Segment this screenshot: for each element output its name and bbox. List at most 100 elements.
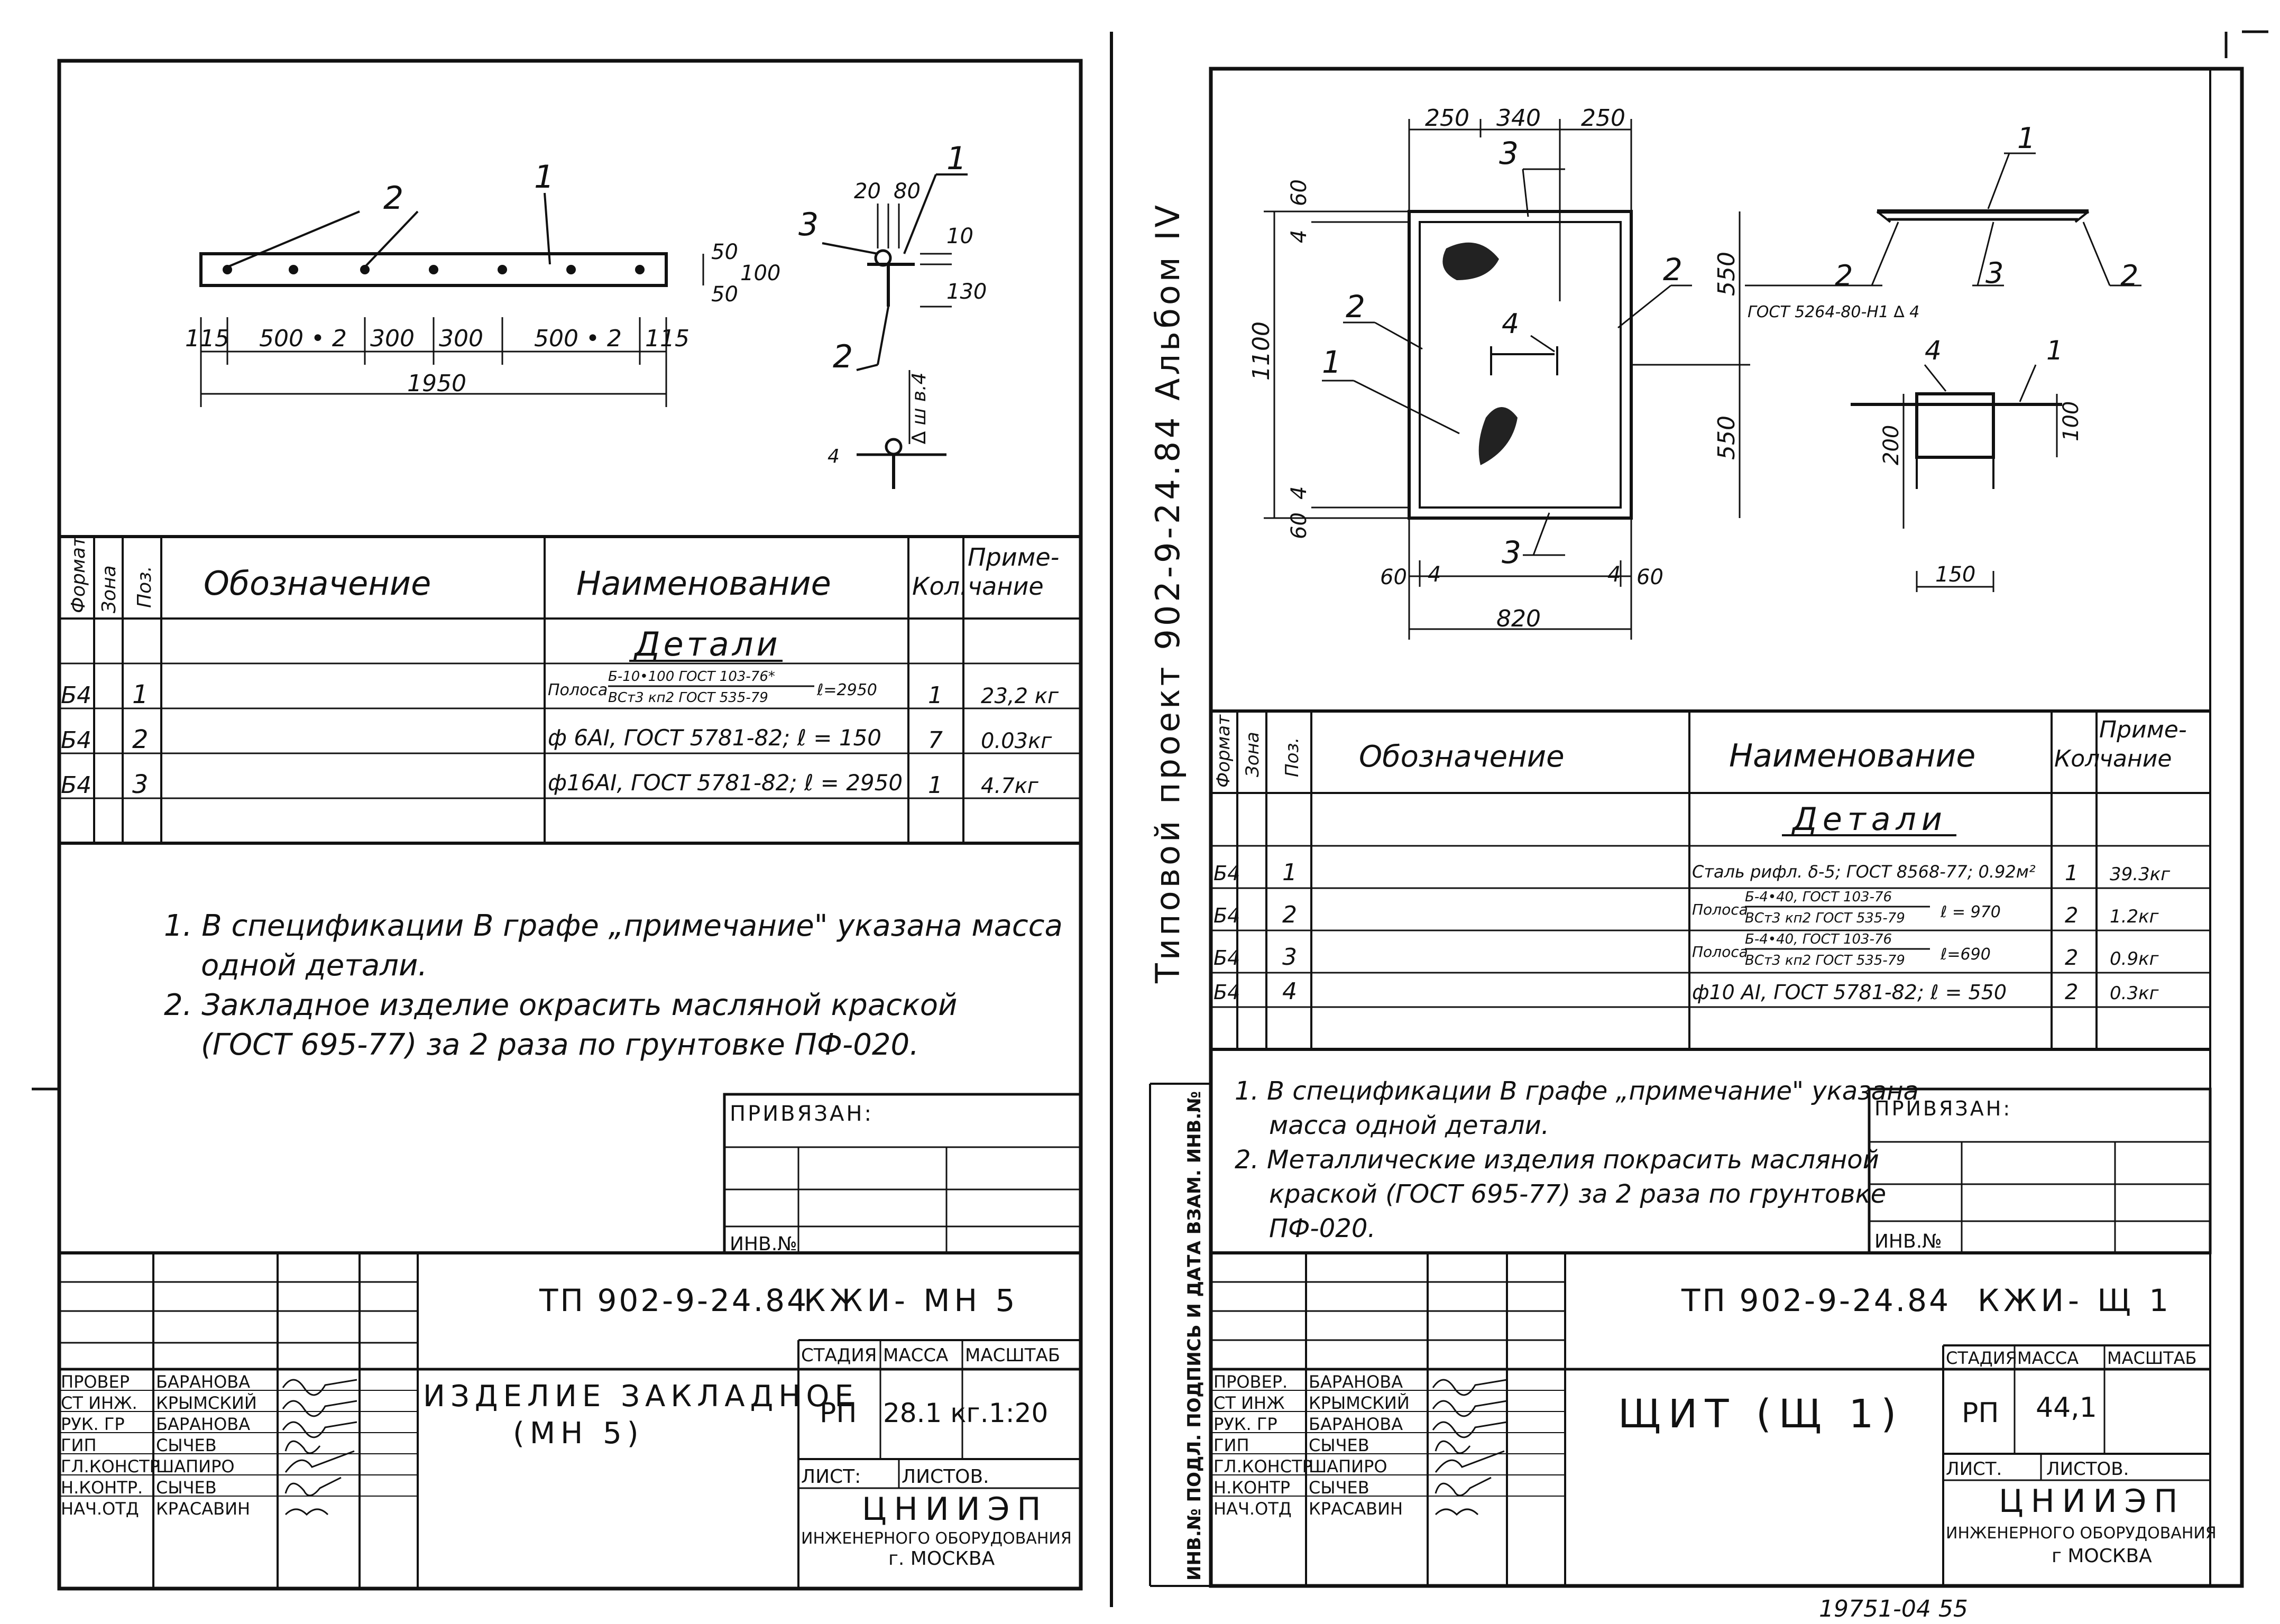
- r-row2-note: 1.2кг: [2110, 906, 2159, 927]
- tb-name-2: КРЫМСКИЙ: [156, 1393, 257, 1413]
- dim-820: 820: [1496, 605, 1541, 632]
- hdr-name: Наименование: [576, 564, 831, 603]
- r-tb-name-3: БАРАНОВА: [1309, 1414, 1403, 1434]
- dim-60c: 60: [1380, 565, 1407, 589]
- r-tb-role-4: ГИП: [1213, 1435, 1249, 1455]
- note-line-2: одной детали.: [201, 948, 427, 983]
- dim-4b: 4: [1287, 486, 1311, 500]
- callout-3-bottom: 3: [1502, 534, 1521, 570]
- r-hdr-zone: Зона: [1242, 732, 1263, 777]
- r-row3-format: Б4: [1213, 946, 1240, 970]
- hdr-qty: Кол.: [912, 572, 968, 601]
- r-tb-role-7: НАЧ.ОТД: [1213, 1499, 1292, 1519]
- right-notes: 1. В спецификации В графе „примечание" у…: [1235, 1076, 1919, 1243]
- weld-note: ∆ ш в.4: [908, 373, 930, 445]
- dim-130: 130: [946, 280, 987, 304]
- dim-250b: 250: [1581, 105, 1625, 132]
- dim-150: 150: [1935, 562, 1975, 587]
- r-row4-name: ф10 АI, ГОСТ 5781-82; ℓ = 550: [1692, 981, 2007, 1004]
- tb-name-4: СЫЧЕВ: [156, 1435, 217, 1455]
- sec-callout-3: 3: [1985, 256, 2003, 290]
- dim-250a: 250: [1425, 105, 1469, 132]
- tb-role-3: РУК. ГР: [61, 1414, 125, 1434]
- r-row1-format: Б4: [1213, 862, 1240, 885]
- dim-10: 10: [946, 224, 973, 248]
- sec-callout-2: 2: [1835, 259, 1853, 292]
- tb-stage-h: СТАДИЯ: [801, 1345, 877, 1366]
- row2-pos: 2: [132, 725, 149, 754]
- section-details: Детали: [633, 625, 781, 663]
- r-tb-stage-h: СТАДИЯ: [1946, 1348, 2017, 1368]
- dim-115a: 115: [185, 325, 229, 352]
- note-line-1: 1. В спецификации В графе „примечание" у…: [164, 909, 1063, 943]
- sec-callout-1b: 1: [2046, 335, 2063, 366]
- row3-name: ф16АI, ГОСТ 5781-82; ℓ = 2950: [548, 770, 903, 796]
- row1-bottom: ВСт3 кп2 ГОСТ 535-79: [608, 690, 768, 706]
- tb-name-5: ШАПИРО: [156, 1456, 235, 1477]
- dim-500x2b: 500 • 2: [534, 325, 622, 352]
- tb-mass: 28.1 кг.: [883, 1398, 989, 1428]
- callout-2-section: 2: [833, 338, 853, 375]
- dim-300b: 300: [439, 325, 483, 352]
- row1-tail: ℓ=2950: [816, 681, 877, 699]
- sec-callout-2b: 2: [2120, 259, 2138, 292]
- tb-role-5: ГЛ.КОНСТР: [61, 1456, 160, 1477]
- left-binding-block: ПРИВЯЗАН: ИНВ.№: [723, 1093, 1082, 1255]
- row3-qty: 1: [928, 772, 943, 799]
- hdr-zone: Зона: [98, 565, 120, 613]
- r-tb-name-4: СЫЧЕВ: [1309, 1435, 1369, 1455]
- rebar-loop: [1915, 392, 1995, 459]
- r-tb-org3: г МОСКВА: [2052, 1545, 2152, 1567]
- r-row2-prefix: Полоса: [1692, 901, 1748, 918]
- left-frame: [57, 59, 1083, 1591]
- binding-text: ИНВ.№ ПОДЛ. ПОДПИСЬ И ДАТА ВЗАМ. ИНВ.№: [1184, 1091, 1205, 1581]
- right-binding-block: ПРИВЯЗАН: ИНВ.№: [1868, 1087, 2212, 1254]
- callout-2-left: 2: [1346, 289, 1365, 325]
- hole: [360, 265, 370, 274]
- hole: [566, 265, 576, 274]
- hdr-designation: Обозначение: [204, 564, 431, 603]
- r-tb-code: ТП 902-9-24.84: [1681, 1282, 1951, 1318]
- row1-top: Б-10•100 ГОСТ 103-76*: [608, 669, 775, 685]
- row1-format: Б4: [61, 682, 91, 709]
- right-title-block: ТП 902-9-24.84 КЖИ- Щ 1 ЩИТ (Щ 1) СТАДИЯ…: [1211, 1251, 2217, 1586]
- dim-100: 100: [740, 261, 780, 285]
- tb-role-4: ГИП: [61, 1435, 97, 1455]
- gost-weld: ГОСТ 5264-80-Н1 ∆ 4: [1748, 303, 1919, 321]
- r-inv-no-label: ИНВ.№: [1874, 1231, 1942, 1252]
- dim-20: 20: [854, 179, 881, 204]
- plate-holes: [223, 265, 645, 274]
- r-hdr-format: Формат: [1213, 714, 1234, 788]
- hole: [635, 265, 645, 274]
- r-tb-role-6: Н.КОНТР: [1213, 1478, 1290, 1498]
- hdr-pos: Поз.: [134, 566, 155, 608]
- hole: [223, 265, 232, 274]
- hole: [289, 265, 298, 274]
- tb-org2: ИНЖЕНЕРНОГО ОБОРУДОВАНИЯ: [801, 1529, 1072, 1548]
- hole: [429, 265, 438, 274]
- callout-1: 1: [534, 159, 554, 196]
- hole: [498, 265, 507, 274]
- tb-mass-h: МАССА: [883, 1345, 948, 1366]
- row3-pos: 3: [132, 770, 149, 799]
- tb-org3: г. МОСКВА: [888, 1548, 995, 1570]
- tb-role-1: ПРОВЕР: [61, 1372, 130, 1392]
- r-tb-name-2: КРЫМСКИЙ: [1309, 1393, 1410, 1413]
- r-row2-bottom: ВСт3 кп2 ГОСТ 535-79: [1745, 910, 1905, 926]
- dim-60d: 60: [1637, 565, 1663, 589]
- dim-100: 100: [2059, 401, 2083, 441]
- row1-note: 23,2 кг: [981, 684, 1059, 708]
- row3-note: 4.7кг: [981, 774, 1039, 798]
- r-tb-name-5: ШАПИРО: [1309, 1456, 1387, 1477]
- dim-550b: 550: [1713, 416, 1740, 460]
- r-row3-qty: 2: [2065, 946, 2078, 970]
- row2-format: Б4: [61, 727, 91, 754]
- r-tb-name-1: БАРАНОВА: [1309, 1372, 1403, 1392]
- row2-note: 0.03кг: [981, 729, 1052, 753]
- callout-1: 1: [1322, 344, 1341, 380]
- dim-60b: 60: [1287, 512, 1311, 539]
- r-tb-name-7: КРАСАВИН: [1309, 1499, 1403, 1519]
- r-tb-org1: ЦНИИЭП: [1999, 1483, 2185, 1520]
- r-row2-pos: 2: [1282, 901, 1297, 928]
